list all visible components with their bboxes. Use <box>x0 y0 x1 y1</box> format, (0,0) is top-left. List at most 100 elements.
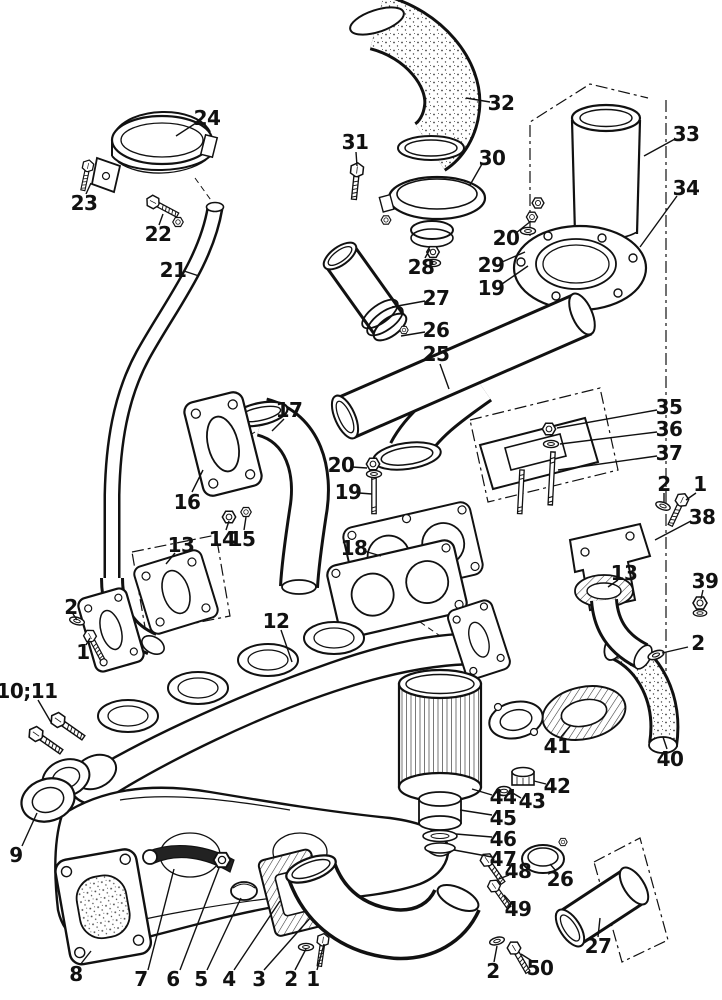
leader-line-30 <box>469 163 483 186</box>
nut-39 <box>692 596 708 617</box>
leader-line-27 <box>597 917 601 938</box>
fasteners-19-20-29 <box>519 197 545 236</box>
end-cover-8 <box>54 848 153 966</box>
leader-line-19 <box>501 265 529 285</box>
breather-cap-24 <box>90 111 219 194</box>
leader-line-14 <box>225 520 230 531</box>
leader-line-2 <box>294 948 307 971</box>
leader-line-26 <box>400 331 426 337</box>
leader-line-20 <box>351 466 368 469</box>
leader-line-2 <box>493 945 498 963</box>
leader-line-46 <box>455 833 493 838</box>
leader-line-2 <box>661 646 689 654</box>
filter-parts-45-46-47 <box>418 791 462 857</box>
leader-line-2 <box>72 613 78 621</box>
pipe-25 <box>330 292 596 471</box>
leader-line-15 <box>243 516 247 531</box>
leader-line-13 <box>607 579 619 588</box>
leader-line-50 <box>520 953 533 962</box>
leader-line-13 <box>165 552 176 565</box>
leader-line-8 <box>79 950 92 966</box>
gasket-41 <box>541 685 627 741</box>
leader-line-12 <box>280 629 293 663</box>
leader-line-9 <box>21 812 38 847</box>
bolt-50 <box>504 938 534 976</box>
leader-line-22 <box>158 213 164 226</box>
gasket-13-right <box>574 574 634 608</box>
bolt-1-bottom <box>313 932 331 968</box>
leader-line-47 <box>453 849 493 858</box>
nut-15 <box>240 506 252 518</box>
exhaust-elbow-3 <box>285 854 481 961</box>
leader-line-49 <box>503 894 512 904</box>
leader-line-41 <box>560 724 572 738</box>
lever-7 <box>142 845 235 873</box>
leader-line-36 <box>559 431 658 445</box>
nut-22 <box>172 216 184 228</box>
nut-6 <box>212 851 232 869</box>
leader-line-31 <box>355 151 358 167</box>
leader-line-20 <box>515 220 532 234</box>
leader-line-3 <box>263 916 312 971</box>
flange-16 <box>183 391 263 497</box>
leader-line-28 <box>424 248 431 259</box>
leader-line-23 <box>85 182 92 195</box>
leader-line-43 <box>510 791 522 799</box>
elbow-17 <box>231 397 330 595</box>
washer-2-bottom-right <box>488 934 506 948</box>
leader-line-17 <box>271 418 285 432</box>
intake-stack-32 <box>349 0 482 172</box>
clamp-26-upper <box>361 298 409 337</box>
leader-line-1 <box>685 492 697 501</box>
cap-5 <box>230 881 258 901</box>
gasket-18-stack <box>326 501 484 639</box>
leader-line-35 <box>556 409 658 429</box>
leader-line-1 <box>85 637 91 646</box>
leader-line-25 <box>439 363 450 390</box>
leader-line-24 <box>175 122 197 137</box>
hose-27-upper <box>322 241 408 342</box>
bracket-35-37 <box>478 416 600 515</box>
leader-line-39 <box>700 589 704 600</box>
leader-lines <box>21 97 704 971</box>
air-pipe-33 <box>570 103 642 240</box>
leader-line-45 <box>459 809 493 816</box>
bracket-13-left <box>133 549 219 635</box>
leader-line-4 <box>233 900 281 971</box>
clamp-26-lower <box>521 837 568 874</box>
leader-line-7 <box>147 868 175 971</box>
clamp-28 <box>410 220 454 268</box>
leader-line-48 <box>498 874 510 880</box>
hose-27-lower <box>554 866 650 948</box>
leader-line-33 <box>643 138 676 157</box>
leader-line-19 <box>358 492 373 495</box>
construction-lines <box>131 83 669 963</box>
leader-line-34 <box>639 195 678 248</box>
leader-line-26 <box>549 863 557 872</box>
clamp-30 <box>378 175 487 225</box>
washer-43 <box>495 785 513 797</box>
elbow-under-38 <box>590 598 653 670</box>
leader-line-37 <box>557 455 658 471</box>
leader-line-42 <box>533 780 547 785</box>
leader-line-27 <box>391 300 426 308</box>
gaskets-9-10-11 <box>20 709 91 823</box>
air-cleaner-44 <box>397 668 483 803</box>
leader-line-44 <box>471 788 493 796</box>
oil-filler-pipe-21 <box>103 201 225 582</box>
bolt-23 <box>77 158 95 192</box>
nut-14 <box>221 510 237 524</box>
washer-2-right <box>654 499 672 513</box>
leader-line-38 <box>654 520 692 541</box>
leader-line-40 <box>662 736 668 750</box>
leader-line-32 <box>465 97 491 103</box>
leader-line-5 <box>206 897 242 971</box>
bolt-31 <box>347 161 365 201</box>
leader-line-18 <box>363 550 382 557</box>
leader-line-16 <box>191 469 204 493</box>
leader-line-1 <box>316 943 325 971</box>
leader-line-29 <box>501 251 526 263</box>
leader-line-10-11 <box>37 699 53 725</box>
